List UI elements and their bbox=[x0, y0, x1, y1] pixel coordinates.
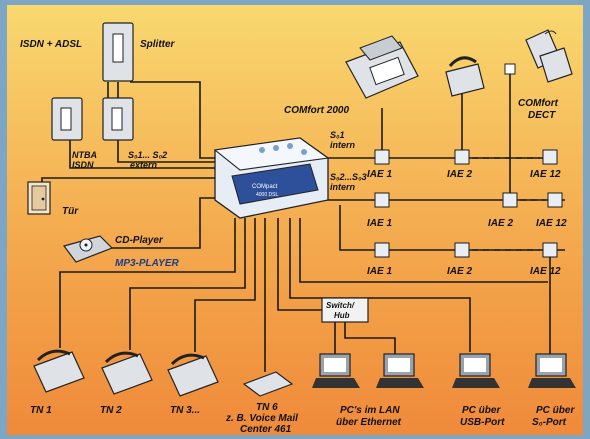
label-iae-r3-1: IAE 1 bbox=[367, 266, 392, 277]
iae-sockets bbox=[374, 149, 563, 258]
iae-r1-2 bbox=[454, 149, 470, 165]
iae-r2-2 bbox=[502, 192, 518, 208]
label-ntba-isdn: ISDN bbox=[72, 160, 94, 170]
pbx-router: COMpact 4000 DSL bbox=[213, 137, 330, 219]
label-iae-r3-12: IAE 12 bbox=[530, 266, 561, 277]
wiring bbox=[41, 70, 565, 372]
iae-r1-12 bbox=[542, 149, 558, 165]
pc-usb bbox=[452, 353, 500, 388]
label-pc-usb: PC über bbox=[462, 405, 501, 416]
router-label-1: COMpact bbox=[252, 184, 278, 190]
telephone-icon-top bbox=[445, 56, 485, 97]
voicemail-device bbox=[242, 371, 294, 397]
labels: ISDN + ADSL Splitter NTBA ISDN S₀1... S₀… bbox=[20, 39, 575, 435]
label-iae-r3-2: IAE 2 bbox=[447, 266, 472, 277]
iae-r2-1 bbox=[374, 192, 390, 208]
label-hub: Hub bbox=[334, 311, 350, 320]
label-tn3: TN 3... bbox=[170, 405, 200, 416]
cd-player-icon bbox=[62, 235, 114, 263]
phone-tn3 bbox=[167, 353, 219, 397]
pc-lan-1 bbox=[312, 353, 360, 388]
label-tn1: TN 1 bbox=[30, 405, 52, 416]
label-iae-r2-1: IAE 1 bbox=[367, 218, 392, 229]
label-iae-r2-2: IAE 2 bbox=[488, 218, 513, 229]
pc-lan-2 bbox=[376, 353, 424, 388]
label-tn6: TN 6 bbox=[256, 402, 278, 413]
label-extern: extern bbox=[130, 160, 158, 170]
label-iae-r1-2: IAE 2 bbox=[447, 169, 472, 180]
label-ntba: NTBA bbox=[72, 150, 97, 160]
comfort-2000-phone bbox=[345, 35, 419, 99]
label-s01-intern: intern bbox=[330, 140, 356, 150]
phone-tn2 bbox=[101, 351, 153, 395]
label-iae-r1-1: IAE 1 bbox=[367, 169, 392, 180]
label-voice-mail: z. B. Voice Mail bbox=[225, 413, 298, 424]
s0-extern-device bbox=[102, 97, 134, 141]
pc-s0 bbox=[528, 353, 576, 388]
label-comfort-2000: COMfort 2000 bbox=[284, 105, 349, 116]
ntba-device bbox=[51, 97, 83, 141]
iae-r2-12 bbox=[547, 192, 563, 208]
dect-phones bbox=[504, 29, 573, 83]
label-s02-s03: S₀2...S₀3 bbox=[330, 172, 367, 182]
label-cd-player: CD-Player bbox=[115, 235, 164, 246]
label-usb-port: USB-Port bbox=[460, 417, 505, 428]
iae-r3-12 bbox=[542, 242, 558, 258]
label-pc-lan: PC's im LAN bbox=[340, 405, 400, 416]
label-isdn-adsl: ISDN + ADSL bbox=[20, 39, 82, 50]
label-tuer: Tür bbox=[62, 206, 79, 217]
label-tn2: TN 2 bbox=[100, 405, 122, 416]
label-mp3-player: MP3-PLAYER bbox=[115, 258, 179, 269]
label-comfort: COMfort bbox=[518, 98, 559, 109]
label-switch: Switch/ bbox=[326, 301, 355, 310]
label-iae-r2-12: IAE 12 bbox=[536, 218, 567, 229]
terminal-phones bbox=[33, 349, 294, 397]
iae-r3-1 bbox=[374, 242, 390, 258]
iae-r3-2 bbox=[454, 242, 470, 258]
label-pc-s0: PC über bbox=[536, 405, 575, 416]
pc-terminals bbox=[312, 353, 576, 388]
label-dect: DECT bbox=[528, 110, 556, 121]
switch-hub bbox=[321, 297, 369, 323]
label-s0-extern-range: S₀1... S₀2 bbox=[128, 150, 167, 160]
label-splitter: Splitter bbox=[140, 39, 176, 50]
splitter-device bbox=[102, 22, 134, 82]
iae-r1-1 bbox=[374, 149, 390, 165]
label-s01: S₀1 bbox=[330, 130, 345, 140]
label-s02-intern: intern bbox=[330, 182, 356, 192]
label-center-461: Center 461 bbox=[240, 424, 292, 435]
door-icon bbox=[27, 181, 51, 215]
phone-tn1 bbox=[33, 349, 85, 393]
router-label-2: 4000 DSL bbox=[256, 192, 278, 198]
label-s0-port: S₀-Port bbox=[532, 417, 567, 428]
label-ethernet: über Ethernet bbox=[336, 417, 402, 428]
label-iae-r1-12: IAE 12 bbox=[530, 169, 561, 180]
